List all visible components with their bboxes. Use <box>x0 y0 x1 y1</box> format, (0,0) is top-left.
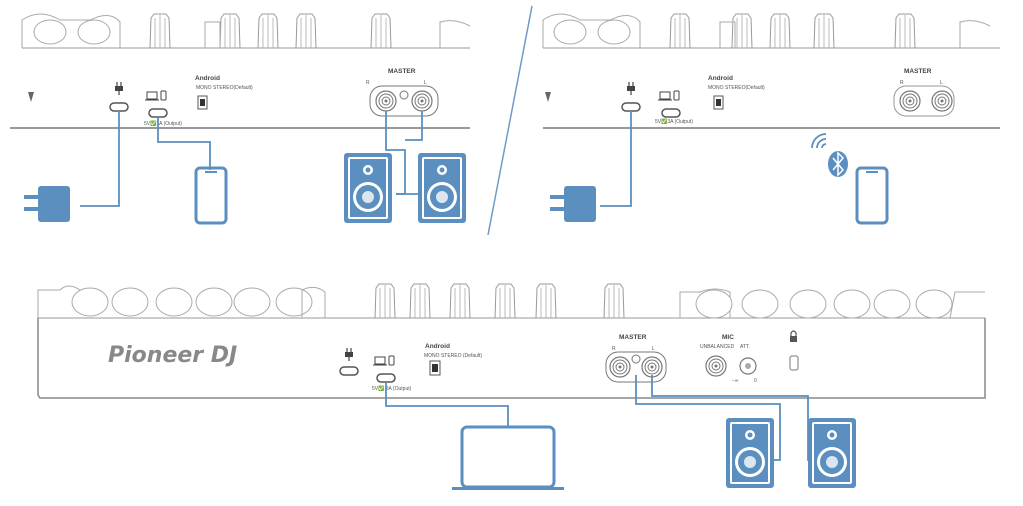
laptop-cable <box>385 382 509 427</box>
usb-c-device-port <box>661 108 681 118</box>
power-plug-icon <box>626 81 636 96</box>
pioneer-dj-logo: Pioneer DJ <box>108 343 237 368</box>
att-knob-cap <box>745 363 751 369</box>
laptop-icon <box>657 90 680 101</box>
switch-knob <box>432 364 438 372</box>
master-l-label: L <box>652 346 655 352</box>
power-plug-icon <box>344 347 354 362</box>
mic-label: MIC <box>722 334 734 341</box>
laptop-computer-icon <box>452 425 564 490</box>
switch-knob <box>200 99 205 106</box>
phone-icon <box>194 166 228 225</box>
speaker-left-icon <box>344 153 392 223</box>
master-jack-l <box>411 90 433 112</box>
master-label: MASTER <box>904 68 932 75</box>
security-slot <box>789 355 799 371</box>
switch-label: MONO STEREO(Default) <box>708 85 765 91</box>
power-cable <box>80 111 120 207</box>
phone-cable <box>157 117 211 170</box>
usb-c-device-port <box>148 108 168 118</box>
android-label: Android <box>425 343 450 350</box>
master-r-label: R <box>900 80 904 86</box>
controller-top-edge <box>542 13 1000 49</box>
master-label: MASTER <box>619 334 647 341</box>
android-label: Android <box>195 75 220 82</box>
power-plug-icon <box>114 81 124 96</box>
controller-rear-body <box>37 318 986 399</box>
laptop-icon <box>144 90 167 101</box>
master-l-label: L <box>424 80 427 86</box>
usb-output-label: 5V✅3A (Output) <box>655 118 693 125</box>
power-adapter-icon <box>24 186 70 222</box>
att-max-label: 0 <box>754 378 757 384</box>
laptop-icon <box>372 355 395 366</box>
speaker-right-icon <box>418 153 466 223</box>
master-label: MASTER <box>388 68 416 75</box>
speaker-right-icon <box>808 418 856 488</box>
usb-c-power-port <box>109 102 129 112</box>
mic-jack <box>705 355 727 377</box>
master-jack-l <box>931 90 953 112</box>
usb-c-device-port <box>376 373 396 383</box>
phone-icon <box>855 166 889 225</box>
switch-label: MONO STEREO(Default) <box>196 85 253 91</box>
android-label: Android <box>708 75 733 82</box>
panel-notch <box>545 92 551 102</box>
master-jack-l <box>641 356 663 378</box>
speaker-cable-r <box>635 375 781 461</box>
master-jack-r <box>375 90 397 112</box>
speaker-left-icon <box>726 418 774 488</box>
wifi-signal-icon <box>811 133 827 149</box>
usb-c-power-port <box>339 366 359 376</box>
bottom-panel: Pioneer DJ 5V✅ 3A (Output) Android MONO … <box>37 283 986 490</box>
switch-knob <box>716 99 721 106</box>
top-left-panel: 5V✅3A (Output) Android MONO STEREO(Defau… <box>10 13 471 225</box>
power-adapter-icon <box>550 186 596 222</box>
controller-top-edge <box>37 283 985 319</box>
jack-lock <box>399 90 409 100</box>
att-min-label: −∞ <box>732 378 739 384</box>
usb-c-power-port <box>621 102 641 112</box>
lock-icon <box>790 330 797 342</box>
usb-output-label: 5V✅3A (Output) <box>144 120 182 127</box>
speaker-cable-l <box>405 111 423 141</box>
bluetooth-icon <box>828 151 848 177</box>
master-jack-r <box>609 356 631 378</box>
controller-top-edge <box>21 13 471 49</box>
master-r-label: R <box>612 346 616 352</box>
master-jack-r <box>899 90 921 112</box>
panel-divider <box>487 5 533 236</box>
jack-lock <box>631 354 641 364</box>
switch-label: MONO STEREO (Default) <box>424 353 482 359</box>
top-right-panel: 5V✅3A (Output) Android MONO STEREO(Defau… <box>542 13 1000 225</box>
power-cable <box>600 111 632 207</box>
master-r-label: R <box>366 80 370 86</box>
master-l-label: L <box>940 80 943 86</box>
unbalanced-label: UNBALANCED <box>700 344 735 350</box>
usb-output-label: 5V✅ 3A (Output) <box>372 385 412 392</box>
att-label: ATT. <box>740 344 750 350</box>
panel-notch <box>28 92 34 102</box>
